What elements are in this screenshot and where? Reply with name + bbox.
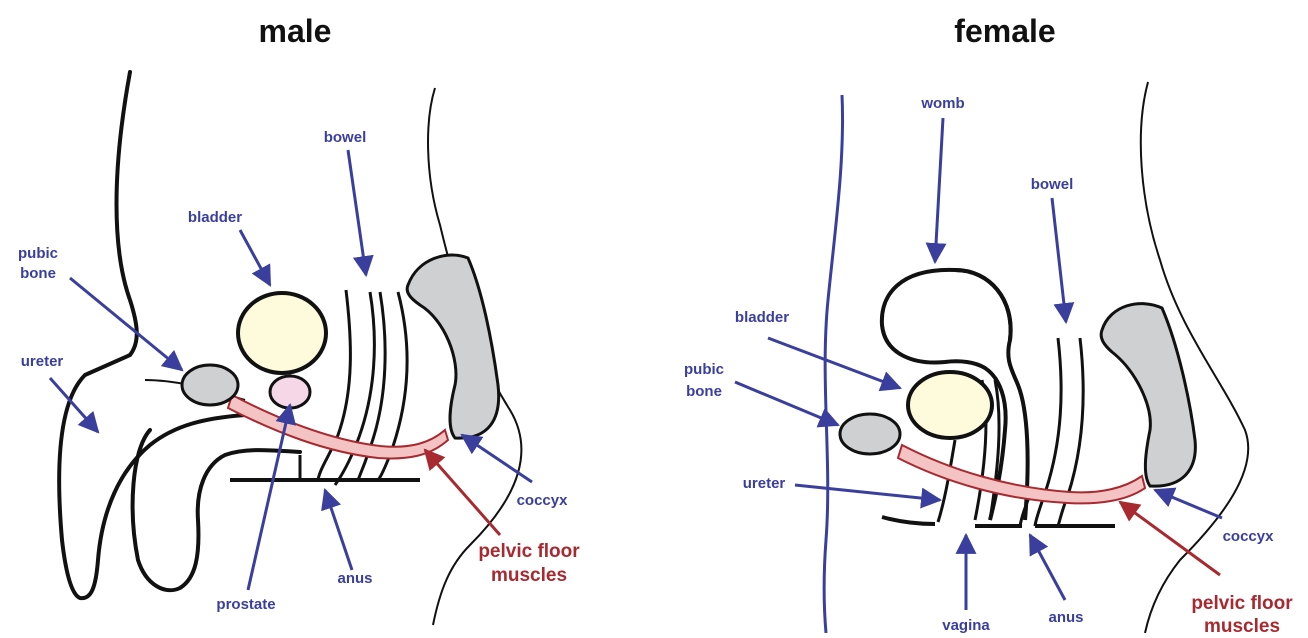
- male-arrow-pelvic-floor: [425, 450, 500, 535]
- male-arrow-anus: [325, 490, 352, 570]
- female-label-ureter: ureter: [743, 475, 786, 492]
- male-label-prostate: prostate: [216, 596, 275, 613]
- male-prostate: [270, 376, 310, 408]
- male-label-ureter: ureter: [21, 353, 64, 370]
- male-arrow-ureter: [50, 378, 98, 432]
- male-label-muscles: muscles: [491, 565, 567, 586]
- female-arrow-coccyx: [1155, 490, 1222, 518]
- female-panel: female: [684, 13, 1293, 633]
- male-label-bone: bone: [20, 265, 56, 282]
- female-label-bladder: bladder: [735, 309, 789, 326]
- male-coccyx-bone: [407, 255, 499, 438]
- male-label-bladder: bladder: [188, 209, 242, 226]
- male-arrow-bladder: [240, 230, 270, 285]
- female-title: female: [954, 13, 1055, 49]
- female-bladder: [908, 372, 992, 438]
- female-pelvic-label: pelvic floor muscles: [1191, 593, 1293, 633]
- female-coccyx-bone: [1101, 304, 1195, 487]
- female-arrow-anus: [1030, 535, 1065, 600]
- female-label-pelvic-floor: pelvic floor: [1191, 593, 1293, 614]
- female-arrow-pubic-bone: [735, 382, 838, 425]
- female-label-womb: womb: [920, 95, 964, 112]
- male-arrow-bowel: [348, 150, 366, 275]
- female-label-muscles: muscles: [1204, 616, 1280, 633]
- male-label-coccyx: coccyx: [517, 492, 569, 509]
- male-bladder: [238, 293, 326, 373]
- male-panel: male: [18, 13, 580, 625]
- female-arrow-ureter: [795, 485, 940, 500]
- female-perineum: [882, 517, 1115, 526]
- male-label-bowel: bowel: [324, 129, 367, 146]
- female-arrow-pelvic-floor: [1120, 502, 1220, 575]
- male-title: male: [259, 13, 332, 49]
- female-pelvic-floor-muscle: [898, 445, 1145, 503]
- female-arrow-bladder: [768, 338, 900, 388]
- female-arrow-bowel: [1052, 198, 1066, 322]
- male-pelvic-label: pelvic floor muscles: [478, 541, 580, 586]
- female-label-anus: anus: [1048, 609, 1083, 626]
- female-label-coccyx: coccyx: [1223, 528, 1275, 545]
- female-label-bowel: bowel: [1031, 176, 1074, 193]
- female-label-pubic: pubic: [684, 361, 724, 378]
- male-label-pelvic-floor: pelvic floor: [478, 541, 580, 562]
- female-arrow-womb: [935, 118, 943, 262]
- male-arrow-prostate: [248, 405, 290, 590]
- female-label-bone: bone: [686, 383, 722, 400]
- female-pubic-bone: [840, 414, 900, 454]
- female-label-vagina: vagina: [942, 617, 990, 633]
- male-label-anus: anus: [337, 570, 372, 587]
- male-pubic-bone: [182, 365, 238, 405]
- male-label-pubic: pubic: [18, 245, 58, 262]
